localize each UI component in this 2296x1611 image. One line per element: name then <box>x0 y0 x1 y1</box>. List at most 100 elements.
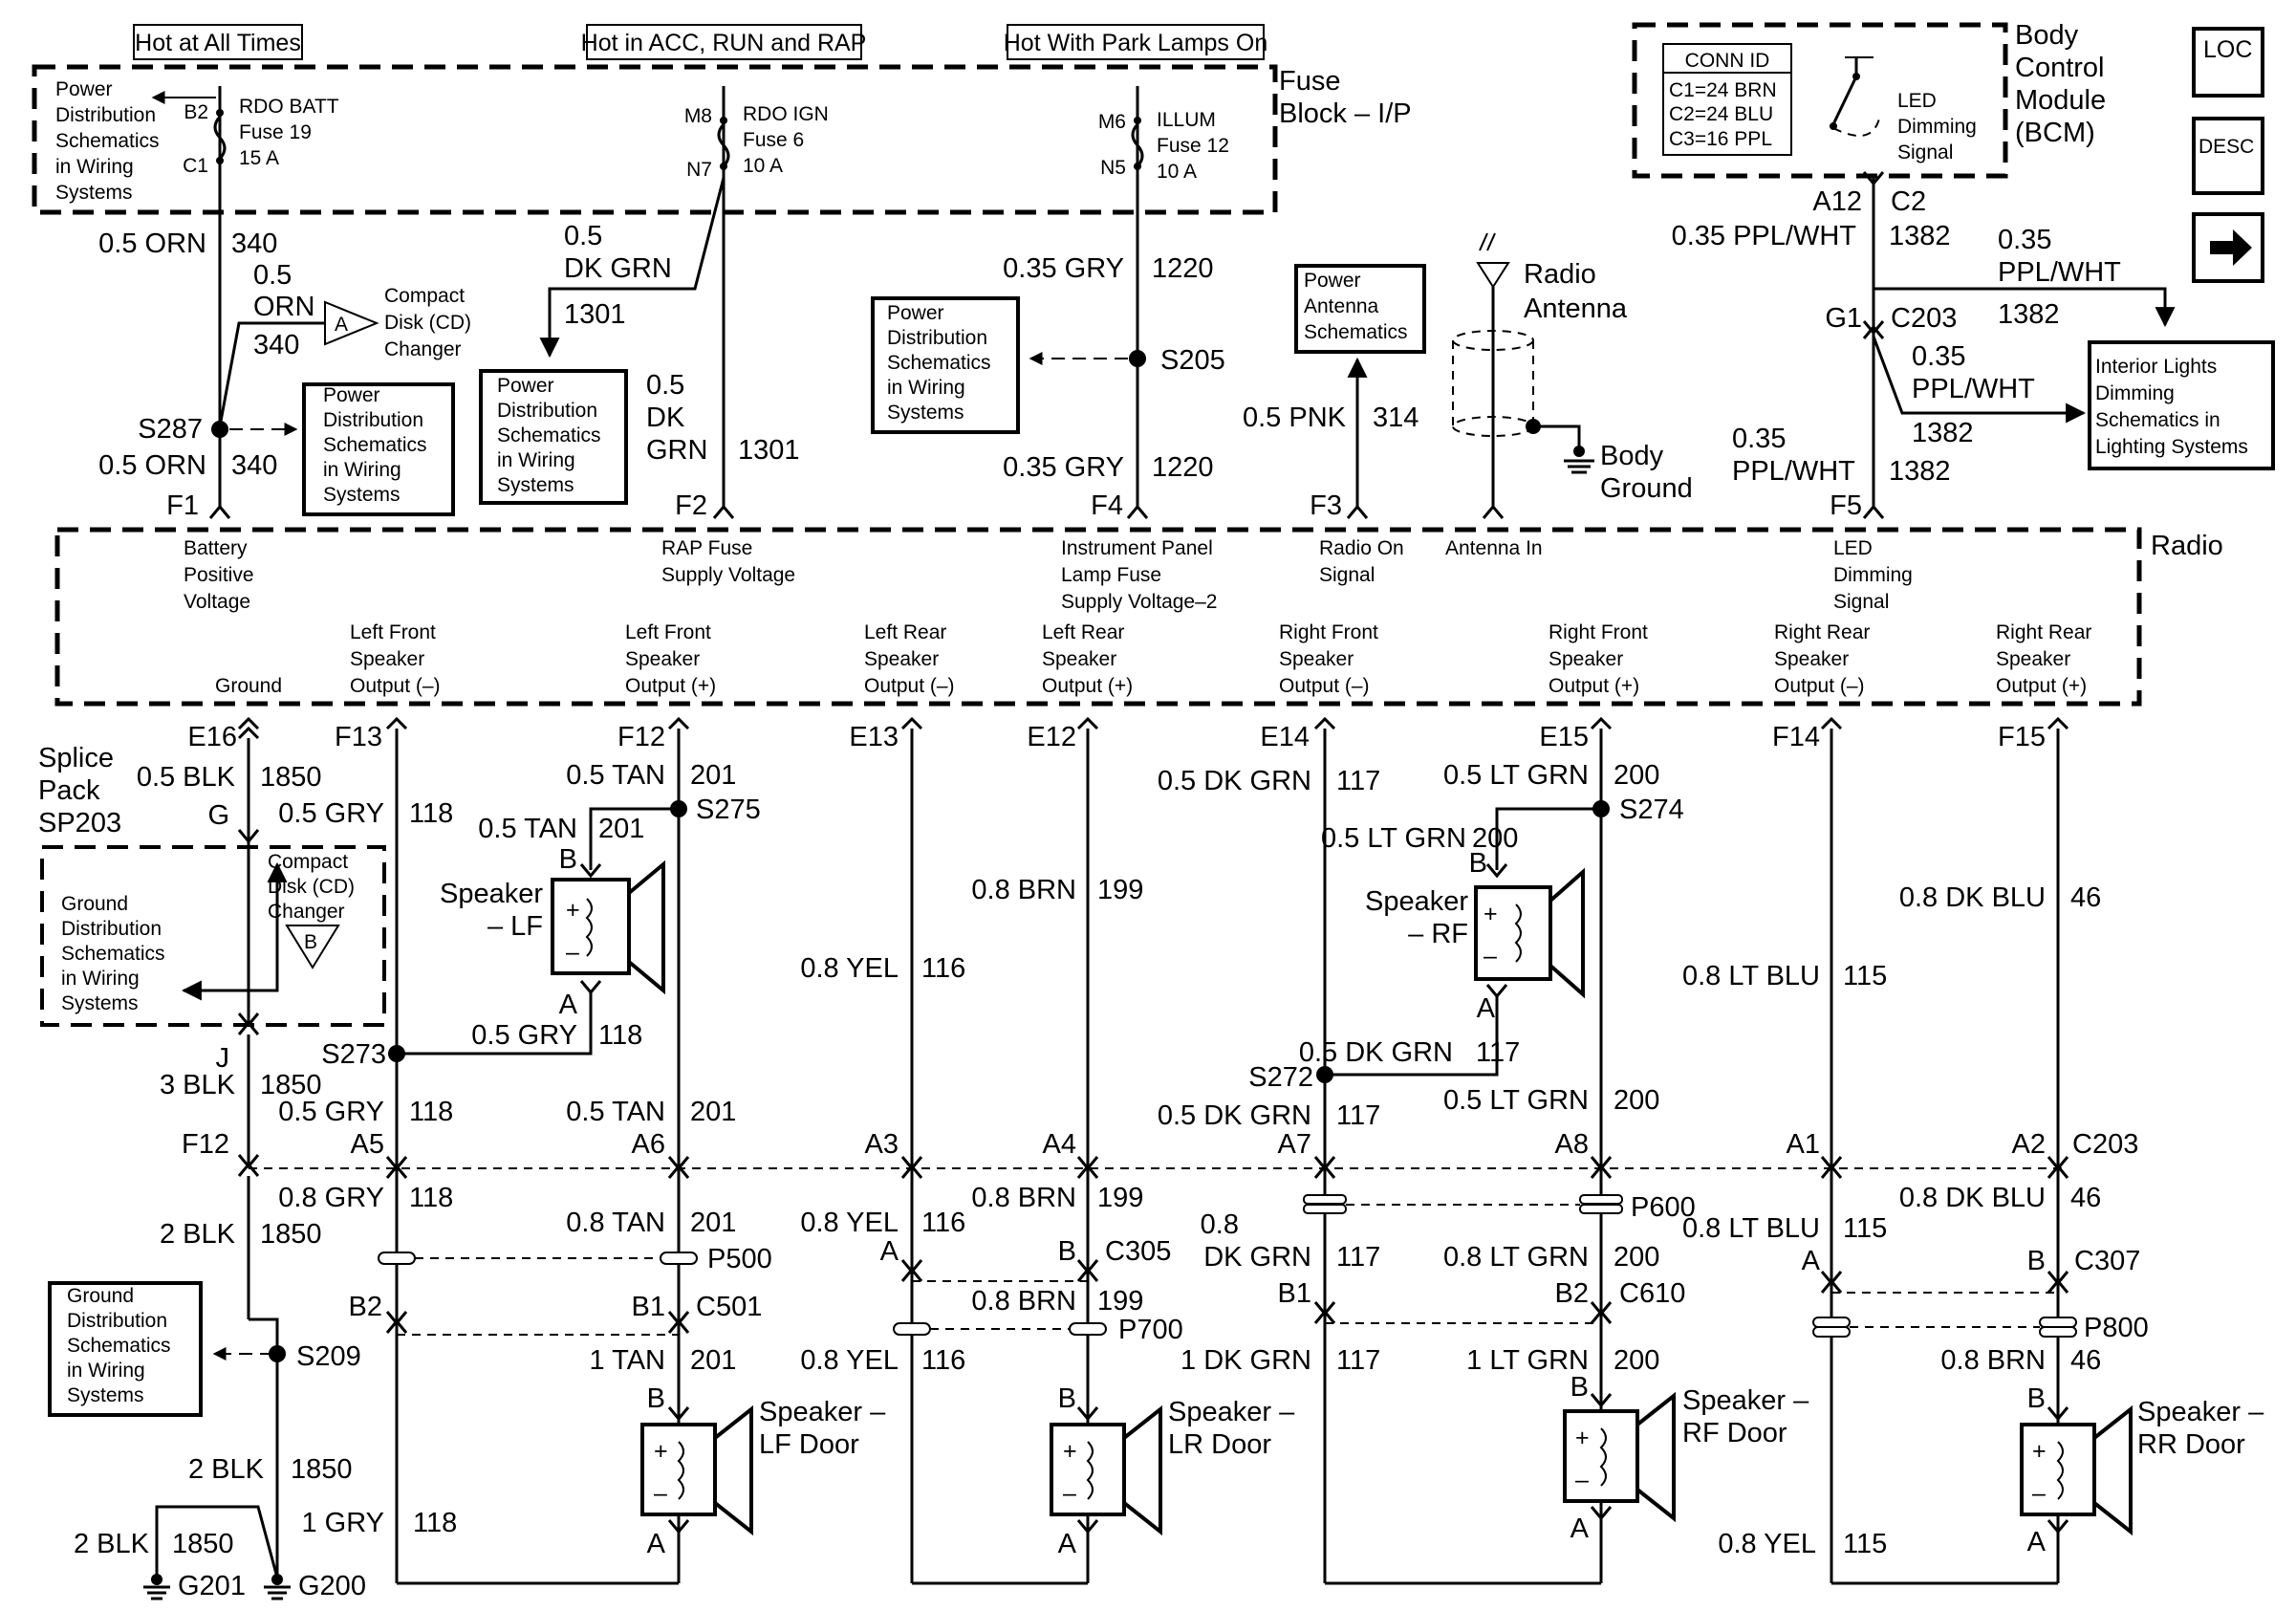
svg-text:G201: G201 <box>178 1571 246 1601</box>
svg-text:Output (–): Output (–) <box>350 675 441 697</box>
svg-text:SP203: SP203 <box>38 808 121 838</box>
svg-text:0.8 TAN: 0.8 TAN <box>566 1208 665 1238</box>
svg-text:0.5 TAN: 0.5 TAN <box>566 760 665 791</box>
svg-text:Fuse 19: Fuse 19 <box>239 121 312 143</box>
svg-text:1 TAN: 1 TAN <box>589 1345 665 1376</box>
svg-text:199: 199 <box>1097 1286 1143 1317</box>
svg-text:0.5 ORN: 0.5 ORN <box>98 229 206 259</box>
svg-text:C2: C2 <box>1891 186 1926 217</box>
svg-text:0.8 LT BLU: 0.8 LT BLU <box>1682 1213 1820 1244</box>
body-ground: Body Ground <box>1564 441 1693 504</box>
desc-button[interactable]: DESC <box>2192 117 2264 195</box>
svg-text:Left Rear: Left Rear <box>864 621 946 643</box>
svg-text:0.5 PNK: 0.5 PNK <box>1243 403 1347 433</box>
svg-text:0.8 GRY: 0.8 GRY <box>278 1183 384 1213</box>
svg-text:Left Front: Left Front <box>625 621 711 643</box>
svg-text:0.35 GRY: 0.35 GRY <box>1003 253 1124 284</box>
svg-text:0.5 LT GRN: 0.5 LT GRN <box>1443 1085 1589 1116</box>
svg-text:Splice: Splice <box>38 743 114 773</box>
svg-text:117: 117 <box>1476 1037 1520 1068</box>
svg-text:PPL/WHT: PPL/WHT <box>1998 257 2121 288</box>
fuse-rdo-batt: B2 C1 RDO BATT Fuse 19 15 A <box>183 86 339 507</box>
svg-text:PPL/WHT: PPL/WHT <box>1912 374 2035 404</box>
svg-text:E15: E15 <box>1539 722 1589 752</box>
svg-text:Speaker: Speaker <box>1279 648 1354 670</box>
svg-text:46: 46 <box>2070 1345 2101 1376</box>
svg-text:0.5 DK GRN: 0.5 DK GRN <box>1158 766 1311 796</box>
svg-text:S272: S272 <box>1248 1062 1313 1093</box>
svg-text:E14: E14 <box>1260 722 1310 752</box>
svg-text:Instrument Panel: Instrument Panel <box>1061 537 1213 559</box>
fuse-block-title: Fuse Block – I/P <box>1279 66 1412 129</box>
svg-text:A7: A7 <box>1278 1129 1311 1160</box>
svg-text:0.8 YEL: 0.8 YEL <box>1718 1529 1816 1559</box>
svg-text:LED: LED <box>1833 537 1873 559</box>
svg-text:0.35 PPL/WHT: 0.35 PPL/WHT <box>1672 221 1857 251</box>
svg-text:Schematics in: Schematics in <box>2095 409 2220 431</box>
next-page-button[interactable] <box>2192 212 2264 283</box>
svg-text:201: 201 <box>690 760 736 791</box>
svg-text:Schematics: Schematics <box>67 1335 171 1357</box>
svg-text:–: – <box>654 1480 667 1507</box>
svg-text:Output (+): Output (+) <box>1996 675 2087 697</box>
svg-text:Interior Lights: Interior Lights <box>2095 356 2217 378</box>
svg-text:B: B <box>1058 1236 1076 1267</box>
right-rear-speaker-circuit: 0.8 LT BLU 115 0.8 DK BLU 46 A1 A2 C203 … <box>1682 729 2264 1585</box>
svg-text:Speaker: Speaker <box>440 879 543 909</box>
svg-text:0.5 GRY: 0.5 GRY <box>278 798 384 829</box>
svg-text:–: – <box>1575 1467 1589 1493</box>
svg-text:Systems: Systems <box>55 182 133 204</box>
svg-text:Speaker: Speaker <box>350 648 424 670</box>
arrow-right-icon <box>2210 229 2252 266</box>
svg-text:F12: F12 <box>182 1129 229 1160</box>
svg-text:Power: Power <box>323 384 380 406</box>
svg-text:Body: Body <box>2015 20 2079 51</box>
svg-text:A8: A8 <box>1555 1129 1589 1160</box>
svg-text:0.8 BRN: 0.8 BRN <box>971 1183 1076 1213</box>
svg-text:Lighting Systems: Lighting Systems <box>2095 436 2248 458</box>
svg-text:1382: 1382 <box>1889 456 1951 487</box>
svg-text:117: 117 <box>1336 1345 1380 1376</box>
svg-text:LOC: LOC <box>2203 36 2252 63</box>
svg-text:Speaker –: Speaker – <box>2137 1397 2264 1427</box>
svg-text:201: 201 <box>598 814 644 844</box>
svg-text:A: A <box>880 1236 899 1267</box>
svg-text:+: + <box>1063 1438 1077 1465</box>
svg-text:Power: Power <box>55 78 113 100</box>
svg-text:Schematics: Schematics <box>61 943 165 965</box>
svg-text:Speaker –: Speaker – <box>759 1397 886 1427</box>
svg-text:Left Front: Left Front <box>350 621 436 643</box>
svg-text:Fuse: Fuse <box>1279 66 1340 97</box>
fuse-rdo-ign: M8 N7 RDO IGN Fuse 6 10 A <box>684 86 829 507</box>
svg-text:Speaker: Speaker <box>1774 648 1849 670</box>
svg-text:C305: C305 <box>1105 1236 1171 1267</box>
svg-text:Output (–): Output (–) <box>1279 675 1370 697</box>
svg-text:Speaker –: Speaker – <box>1168 1397 1295 1427</box>
svg-text:DK GRN: DK GRN <box>564 253 672 284</box>
svg-text:Hot at All Times: Hot at All Times <box>135 30 301 56</box>
svg-text:Output (–): Output (–) <box>864 675 955 697</box>
svg-text:201: 201 <box>690 1208 736 1238</box>
svg-text:Lamp Fuse: Lamp Fuse <box>1061 564 1161 586</box>
svg-text:0.8: 0.8 <box>1201 1209 1239 1240</box>
svg-text:F3: F3 <box>1310 490 1342 521</box>
svg-text:Schematics: Schematics <box>1304 321 1408 343</box>
svg-text:C203: C203 <box>2072 1129 2138 1160</box>
svg-text:Changer: Changer <box>268 901 345 923</box>
svg-text:Schematics: Schematics <box>887 352 991 374</box>
svg-text:F15: F15 <box>1998 722 2046 752</box>
svg-text:P600: P600 <box>1631 1192 1696 1223</box>
svg-text:117: 117 <box>1336 1242 1380 1273</box>
loc-button[interactable]: LOC <box>2192 27 2264 98</box>
fuse-block-outline <box>32 64 1278 215</box>
svg-text:C203: C203 <box>1891 303 1957 334</box>
svg-text:0.5 DK GRN: 0.5 DK GRN <box>1299 1037 1453 1068</box>
svg-text:200: 200 <box>1614 1085 1659 1116</box>
svg-text:B1: B1 <box>632 1292 665 1322</box>
svg-text:118: 118 <box>409 1097 453 1127</box>
svg-text:ORN: ORN <box>253 292 314 322</box>
svg-text:Battery: Battery <box>184 537 248 559</box>
svg-text:Hot in ACC, RUN and RAP: Hot in ACC, RUN and RAP <box>581 30 867 56</box>
svg-text:0.35: 0.35 <box>1732 424 1786 454</box>
svg-text:Antenna: Antenna <box>1524 294 1628 324</box>
